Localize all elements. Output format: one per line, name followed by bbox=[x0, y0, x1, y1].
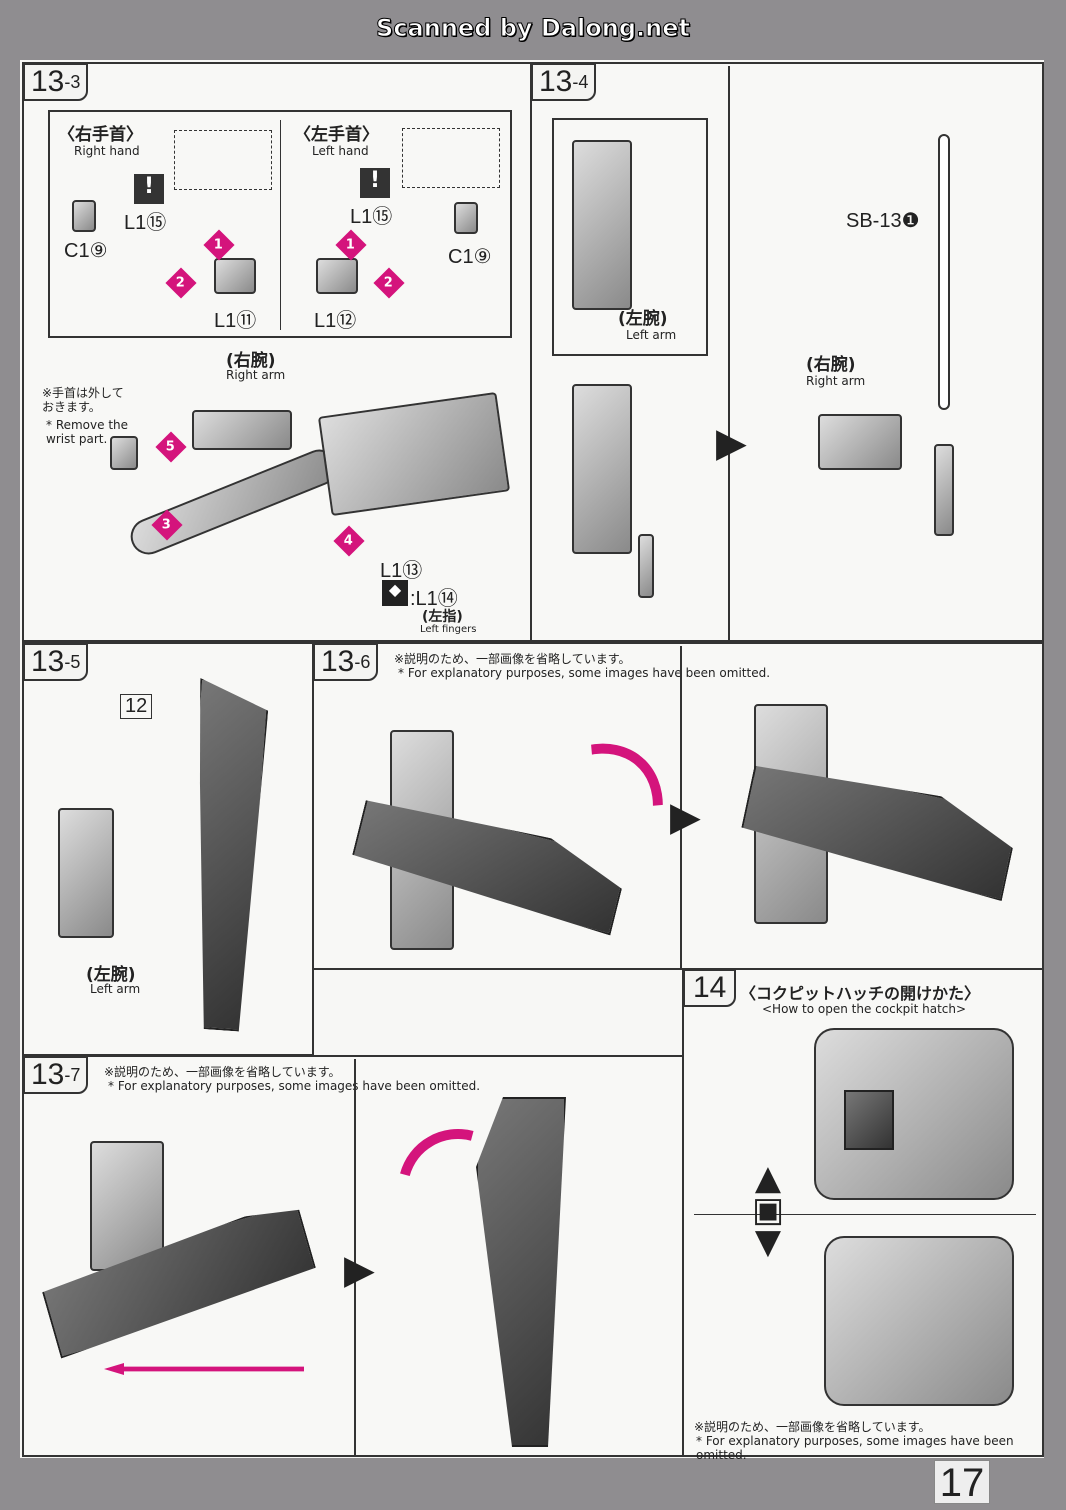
note-en: * Remove the wrist part. bbox=[46, 418, 129, 446]
left-fingers-en: Left fingers bbox=[420, 624, 477, 635]
step-13-6-panel: 13-6 ※説明のため、一部画像を省略しています。 * For explanat… bbox=[312, 642, 1044, 970]
arrow-right-icon: ▶ bbox=[716, 420, 747, 466]
part-label: L1⑮ bbox=[124, 212, 167, 234]
step-badge: 1 bbox=[214, 237, 224, 253]
step-number: 13-5 bbox=[23, 643, 89, 681]
step-number: 13-6 bbox=[313, 643, 379, 681]
left-hand-en: Left hand bbox=[312, 144, 369, 158]
step-num: 13 bbox=[539, 65, 573, 98]
step-badge: 4 bbox=[344, 533, 354, 549]
watermark: Scanned by Dalong.net bbox=[376, 14, 691, 43]
step-num: 13 bbox=[31, 1058, 65, 1091]
right-arm-en: Right arm bbox=[806, 374, 866, 388]
rotate-arrow-icon bbox=[472, 712, 696, 940]
caution-icon: ! bbox=[134, 174, 164, 204]
step-badge: 3 bbox=[162, 517, 172, 533]
step-13-3-panel: 13-3 〈右手首〉 Right hand 〈左手首〉 Left hand ! … bbox=[22, 62, 532, 642]
step-sub: -5 bbox=[64, 652, 81, 672]
note-jp: ※説明のため、一部画像を省略しています。 bbox=[104, 1065, 341, 1079]
step-13-5-panel: 13-5 12 (左腕) Left arm bbox=[22, 642, 314, 1056]
part-label: L1⑪ bbox=[214, 310, 257, 332]
step-number: 14 bbox=[683, 969, 737, 1007]
step-13-7-panel: 13-7 ※説明のため、一部画像を省略しています。 * For explanat… bbox=[22, 1055, 684, 1457]
left-arm-en: Left arm bbox=[90, 982, 141, 996]
arrow-right-icon: ▶ bbox=[344, 1247, 375, 1293]
left-hand-jp: 〈左手首〉 bbox=[294, 125, 379, 145]
right-hand-en: Right hand bbox=[74, 144, 140, 158]
part-label: :L1⑭ bbox=[410, 588, 458, 610]
note-en: * For explanatory purposes, some images … bbox=[696, 1434, 1014, 1462]
step-num: 14 bbox=[693, 971, 727, 1004]
left-arm-jp: (左腕) bbox=[86, 965, 136, 985]
step-badge: 1 bbox=[346, 237, 356, 253]
step-number: 13-3 bbox=[23, 63, 89, 101]
right-arm-jp: (右腕) bbox=[226, 351, 276, 371]
page-number: 17 bbox=[934, 1460, 990, 1505]
note-en: * For explanatory purposes, some images … bbox=[108, 1079, 481, 1093]
step-sub: -6 bbox=[354, 652, 371, 672]
cockpit-title-jp: 〈コクピットハッチの開けかた〉 bbox=[740, 984, 981, 1003]
step-num: 13 bbox=[31, 645, 65, 678]
step-badge: 5 bbox=[166, 439, 176, 455]
caution-icon: ! bbox=[360, 168, 390, 198]
step-sub: -3 bbox=[64, 72, 81, 92]
step-13-4-panel: 13-4 (左腕) Left arm ▶ (右腕) Right arm SB-1… bbox=[530, 62, 1044, 642]
step-14-panel: 14 〈コクピットハッチの開けかた〉 <How to open the cock… bbox=[682, 968, 1044, 1462]
detail-box: (左腕) Left arm bbox=[552, 118, 708, 356]
step-badge: 2 bbox=[176, 275, 186, 291]
step-badge: 2 bbox=[384, 275, 394, 291]
part-label: L1⑬ bbox=[380, 560, 423, 582]
note-jp: ※説明のため、一部画像を省略しています。 bbox=[394, 652, 631, 666]
part-number-box: 12 bbox=[120, 694, 153, 719]
right-hand-jp: 〈右手首〉 bbox=[58, 125, 143, 145]
part-label: C1⑨ bbox=[64, 240, 108, 262]
step-sub: -4 bbox=[572, 72, 589, 92]
left-arm-jp: (左腕) bbox=[618, 309, 668, 329]
cockpit-title-en: <How to open the cockpit hatch> bbox=[762, 1002, 967, 1016]
swap-icon: ◆ bbox=[382, 580, 408, 606]
step-num: 13 bbox=[31, 65, 65, 98]
step-number: 13-7 bbox=[23, 1056, 89, 1094]
wrist-detail-box: 〈右手首〉 Right hand 〈左手首〉 Left hand ! ! L1⑮… bbox=[48, 110, 512, 338]
right-arm-jp: (右腕) bbox=[806, 355, 856, 375]
step-sub: -7 bbox=[64, 1065, 81, 1085]
step-number: 13-4 bbox=[531, 63, 597, 101]
part-label: L1⑮ bbox=[350, 206, 393, 228]
left-fingers-jp: (左指) bbox=[422, 609, 463, 625]
note-jp: ※説明のため、一部画像を省略しています。 bbox=[694, 1420, 931, 1434]
note-en: * For explanatory purposes, some images … bbox=[398, 666, 771, 680]
part-label: C1⑨ bbox=[448, 246, 492, 268]
part-label: L1⑫ bbox=[314, 310, 357, 332]
arrow-right-icon: ▶ bbox=[670, 794, 701, 840]
open-close-icon: ▲▣▼ bbox=[751, 1158, 785, 1262]
move-arrow-icon bbox=[104, 1363, 304, 1375]
left-arm-en: Left arm bbox=[626, 328, 677, 342]
note-jp: ※手首は外して おきます。 bbox=[42, 386, 124, 414]
step-num: 13 bbox=[321, 645, 355, 678]
part-label: SB-13❶ bbox=[846, 210, 920, 232]
right-arm-en: Right arm bbox=[226, 368, 286, 382]
